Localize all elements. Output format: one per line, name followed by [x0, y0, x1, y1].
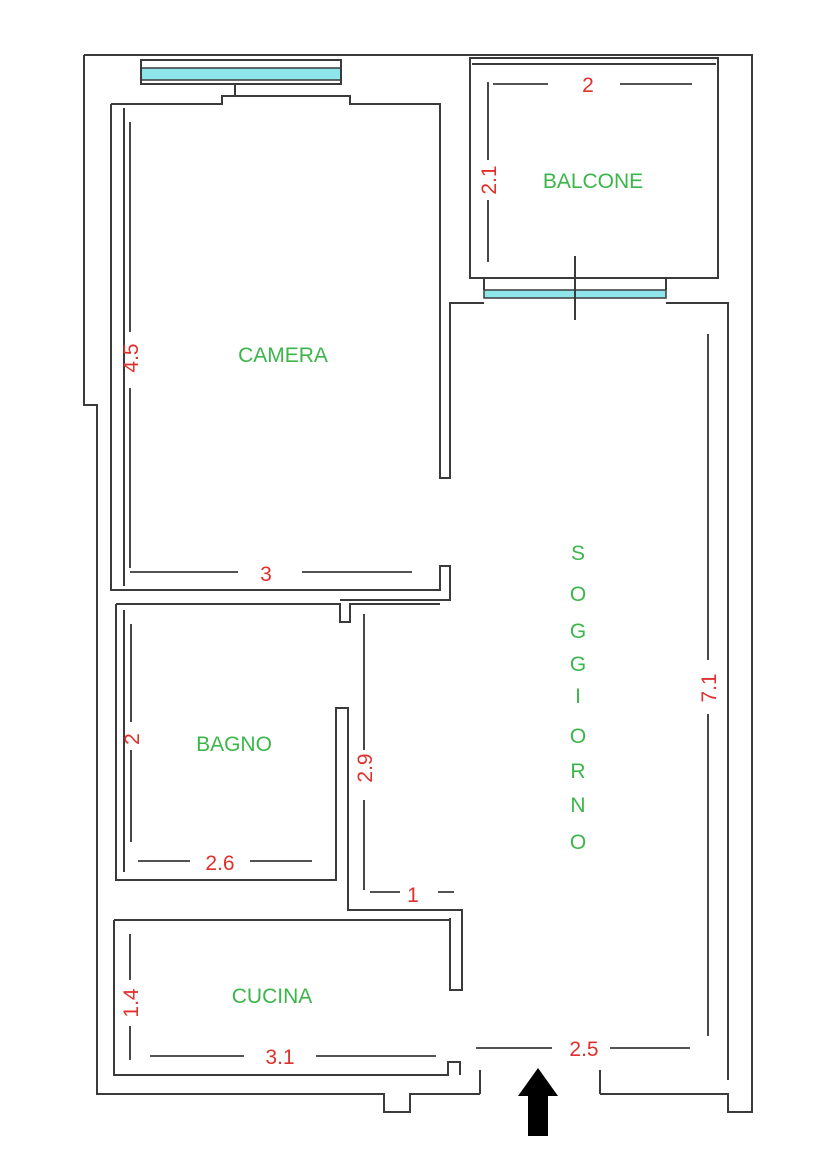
camera-length-label: 4.5	[120, 343, 143, 372]
soggiorno-letter: R	[570, 760, 585, 783]
cucina-room	[113, 919, 461, 1076]
corridor-width-label: 1	[407, 884, 419, 907]
soggiorno-letter: O	[570, 583, 586, 606]
soggiorno-length-label: 7.1	[698, 673, 721, 702]
outer-walls	[83, 54, 753, 1113]
camera-label: CAMERA	[238, 344, 328, 367]
camera-window	[140, 67, 342, 81]
soggiorno-letter: G	[570, 620, 586, 643]
balcone-depth-label: 2.1	[478, 165, 501, 194]
soggiorno-letter: N	[570, 794, 585, 817]
entrance-arrow-icon	[518, 1068, 558, 1136]
soggiorno-letter: O	[570, 831, 586, 854]
bagno-width-label: 2.6	[205, 852, 234, 875]
soggiorno-letter: O	[570, 725, 586, 748]
cucina-width-label: 3.1	[265, 1046, 294, 1069]
cucina-label: CUCINA	[232, 985, 313, 1008]
bagno-depth-label: 2	[121, 733, 144, 745]
camera-width-label: 3	[260, 563, 272, 586]
soggiorno-label: S O G G I O R N O	[570, 542, 586, 854]
soggiorno-letter: I	[575, 685, 581, 708]
soggiorno-letter: S	[571, 542, 585, 565]
soggiorno-room	[666, 302, 729, 1080]
dimension-lines	[129, 82, 709, 1060]
balcone-width-label: 2	[582, 74, 594, 97]
cucina-depth-label: 1.4	[120, 988, 143, 1018]
bagno-label: BAGNO	[196, 733, 272, 756]
bagno-room	[115, 603, 463, 991]
soggiorno-letter: G	[570, 653, 586, 676]
balcone-label: BALCONE	[543, 170, 643, 193]
corridor-length-label: 2.9	[354, 753, 377, 782]
balcone-room	[469, 57, 719, 320]
camera-room	[110, 59, 484, 601]
soggiorno-width-label: 2.5	[569, 1038, 598, 1061]
